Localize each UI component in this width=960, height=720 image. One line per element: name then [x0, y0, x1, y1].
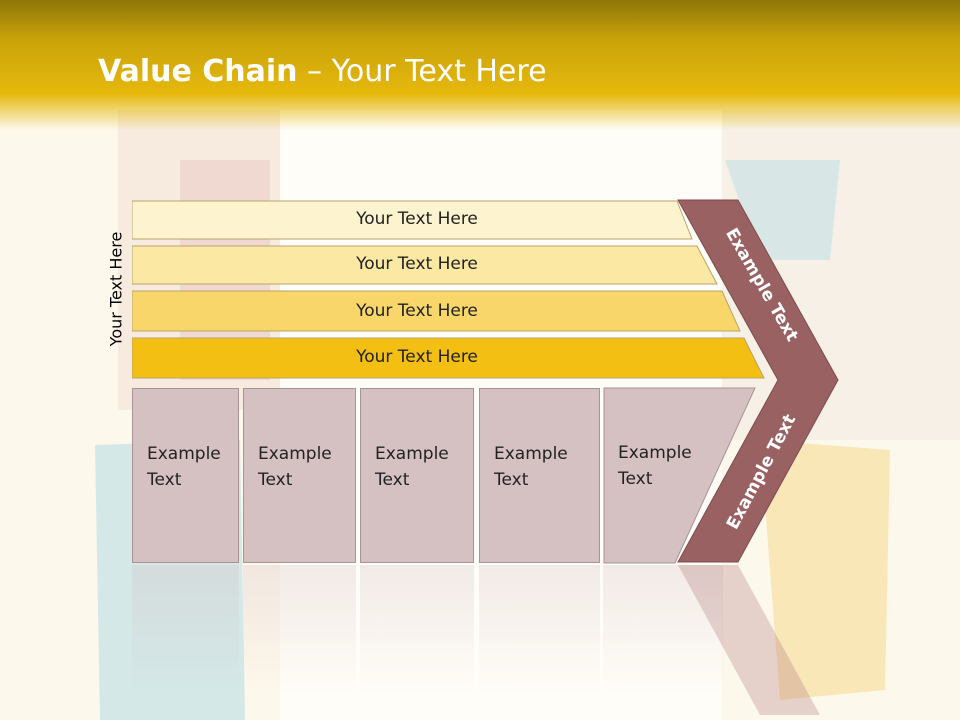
page-title: Value Chain – Your Text Here: [98, 54, 547, 89]
band-3-label: Your Text Here: [356, 301, 478, 321]
reflection-4: [479, 565, 600, 695]
reflection-3: [360, 565, 474, 695]
band-2-label: Your Text Here: [356, 254, 478, 274]
band-4-label: Your Text Here: [356, 347, 478, 367]
reflection-2: [243, 565, 356, 695]
reflection-5: [603, 565, 723, 695]
activity-box-5-shape: [603, 387, 756, 564]
reflection-1: [132, 565, 239, 695]
header-bar: [0, 0, 960, 130]
chevron-arrow: [677, 199, 839, 563]
side-label-text: Your Text Here: [106, 231, 126, 347]
title-rest: – Your Text Here: [297, 54, 547, 89]
title-bold: Value Chain: [98, 54, 298, 89]
chevron-reflection: [678, 565, 820, 715]
band-1-label: Your Text Here: [356, 209, 478, 229]
side-label: Your Text Here: [98, 224, 134, 354]
